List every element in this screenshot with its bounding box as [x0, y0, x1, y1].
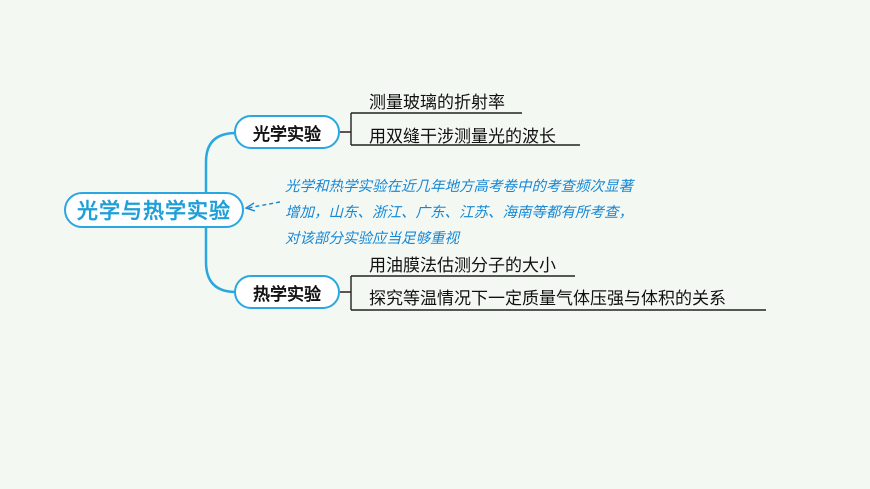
connector-root-optics: [204, 131, 237, 192]
note-line: 光学和热学实验在近几年地方高考卷中的考查频次显著: [285, 179, 633, 195]
note-line: 增加，山东、浙江、广东、江苏、海南等都有所考查，: [285, 205, 633, 221]
branch-optics-label: 光学实验: [253, 124, 321, 145]
leaf-isothermal-gas-pressure-volume: 探究等温情况下一定质量气体压强与体积的关系: [369, 289, 726, 309]
root-node: 光学与热学实验: [64, 192, 244, 228]
leaf-double-slit-wavelength: 用双缝干涉测量光的波长: [369, 127, 556, 147]
note-pointer-arrowhead: [244, 202, 256, 212]
connector-thermal-leaves: [340, 275, 766, 311]
note-pointer-arrow: [247, 201, 281, 209]
leaf-glass-refraction: 测量玻璃的折射率: [369, 93, 505, 113]
leaf-oil-film-molecule-size: 用油膜法估测分子的大小: [369, 256, 556, 276]
branch-thermal-label: 热学实验: [253, 284, 321, 305]
connector-root-thermal: [204, 228, 237, 294]
connector-optics-leaves: [340, 112, 580, 146]
branch-optics-experiments: 光学实验: [234, 115, 340, 149]
root-label: 光学与热学实验: [77, 199, 231, 223]
note-line: 对该部分实验应当足够重视: [285, 231, 459, 247]
exam-frequency-note: 光学和热学实验在近几年地方高考卷中的考查频次显著 增加，山东、浙江、广东、江苏、…: [285, 174, 755, 252]
branch-thermal-experiments: 热学实验: [234, 275, 340, 309]
